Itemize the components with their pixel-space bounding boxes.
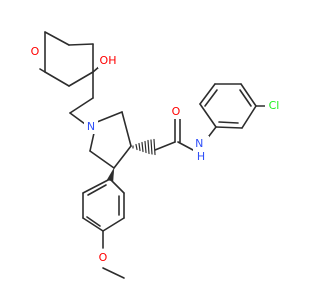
bond-chain-2 [69, 97, 94, 114]
bond-pyr-1 [96, 111, 123, 123]
bond-pyr-5 [89, 132, 95, 152]
bond-thp-1 [44, 31, 70, 46]
bond-ar2-in-2 [86, 216, 101, 227]
amide-nh-label: N H [195, 137, 207, 163]
hydroxyl-label: OH [100, 54, 117, 67]
bond-o-thp-a [39, 68, 46, 73]
bond-ar1-4 [240, 83, 257, 107]
amide-h: H [197, 150, 205, 163]
bond-ar1-5 [241, 105, 257, 129]
molecule-diagram: O OH N O N H Cl O [28, 31, 283, 279]
bond-ar1-1 [199, 103, 217, 128]
bond-o-me [102, 267, 125, 279]
bond-thp-4 [68, 71, 94, 87]
bond-ar1-6 [215, 126, 243, 129]
bonds [39, 31, 267, 279]
stereo-wedge [106, 167, 115, 182]
bond-c-nh [177, 141, 194, 151]
structure-svg: O OH N O N H Cl O [28, 31, 283, 279]
ring-oxygen-label: O [31, 45, 40, 58]
bond-ar1-in-1 [204, 89, 218, 107]
bond-thp-6 [68, 43, 94, 46]
bond-ar2-6 [82, 178, 111, 194]
bond-ar1-in-2 [239, 89, 252, 107]
bond-ch2-carbonyl [154, 141, 176, 151]
bond-ar2-1 [109, 178, 125, 194]
bond-pyr-2 [121, 111, 132, 147]
amine-nitrogen-label: N [87, 120, 95, 133]
methoxy-oxygen-label: O [99, 251, 108, 264]
bond-pyr-3 [113, 145, 132, 169]
stereo-hash [132, 138, 156, 156]
bond-thp-3 [44, 71, 70, 87]
amide-n: N [195, 137, 203, 150]
bond-ar2-4 [82, 217, 104, 232]
bond-ar1-2 [199, 83, 216, 105]
bond-pyr-4 [89, 150, 115, 169]
bond-ar2-3 [102, 217, 125, 232]
bond-ar2-in-3 [87, 184, 107, 196]
bond-chain-3 [69, 112, 86, 125]
chlorine-label: Cl [269, 99, 280, 112]
bond-ar1-in-3 [218, 121, 239, 124]
atom-labels: O OH N O N H Cl O [28, 44, 283, 265]
carbonyl-oxygen-label: O [172, 105, 181, 118]
